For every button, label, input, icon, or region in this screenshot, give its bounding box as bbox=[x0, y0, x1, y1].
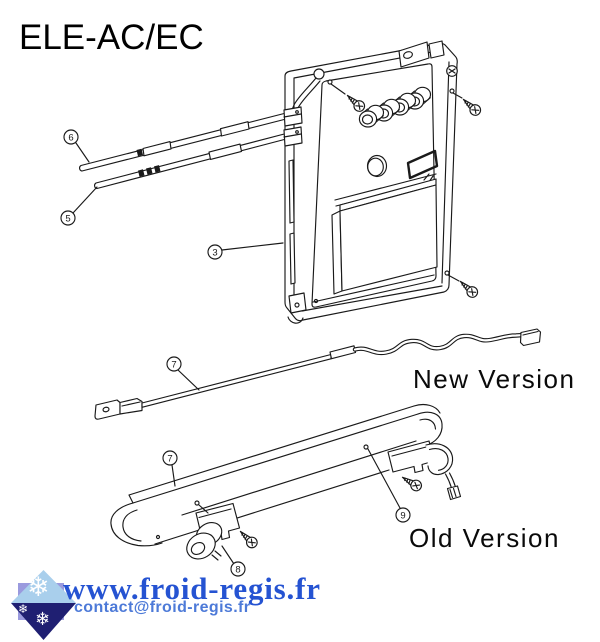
callout-3: 3 bbox=[207, 242, 284, 260]
callout-7-new-number: 7 bbox=[171, 360, 176, 371]
callout-9: 9 bbox=[395, 507, 411, 523]
callout-7-new: 7 bbox=[166, 356, 200, 391]
snowflake-icon: ❄ bbox=[35, 609, 51, 629]
capillary-tube-upper bbox=[79, 111, 291, 172]
callout-5-number: 5 bbox=[65, 214, 70, 225]
callout-5: 5 bbox=[60, 186, 98, 226]
old-version-bracket bbox=[110, 403, 462, 561]
callout-8-number: 8 bbox=[235, 565, 240, 576]
callout-7-old-number: 7 bbox=[167, 454, 172, 465]
callout-7-old: 7 bbox=[162, 450, 178, 487]
footer: ❄ ❄ ❄ bbox=[0, 560, 600, 642]
callout-9-number: 9 bbox=[400, 511, 405, 522]
froid-regis-logo: ❄ ❄ ❄ bbox=[8, 566, 80, 642]
page-title: ELE-AC/EC bbox=[19, 18, 204, 57]
callout-6-number: 6 bbox=[68, 133, 73, 144]
callout-8: 8 bbox=[221, 545, 246, 577]
screw-icon bbox=[456, 276, 481, 301]
email-link[interactable]: contact@froid-regis.fr bbox=[74, 599, 251, 616]
website-link[interactable]: www.froid-regis.fr bbox=[63, 571, 321, 606]
snowflake-icon: ❄ bbox=[18, 602, 29, 616]
snowflake-icon: ❄ bbox=[27, 572, 50, 602]
old-version-label: Old Version bbox=[409, 523, 560, 553]
screw-icon bbox=[236, 526, 260, 551]
control-box bbox=[283, 40, 484, 324]
screw-icon bbox=[459, 94, 484, 119]
callout-6: 6 bbox=[63, 129, 90, 163]
new-version-label: New Version bbox=[413, 364, 576, 394]
capillary-tube-lower bbox=[94, 131, 291, 190]
callout-3-number: 3 bbox=[212, 248, 217, 259]
screw-icon bbox=[399, 472, 424, 494]
new-version-probe bbox=[94, 328, 542, 420]
